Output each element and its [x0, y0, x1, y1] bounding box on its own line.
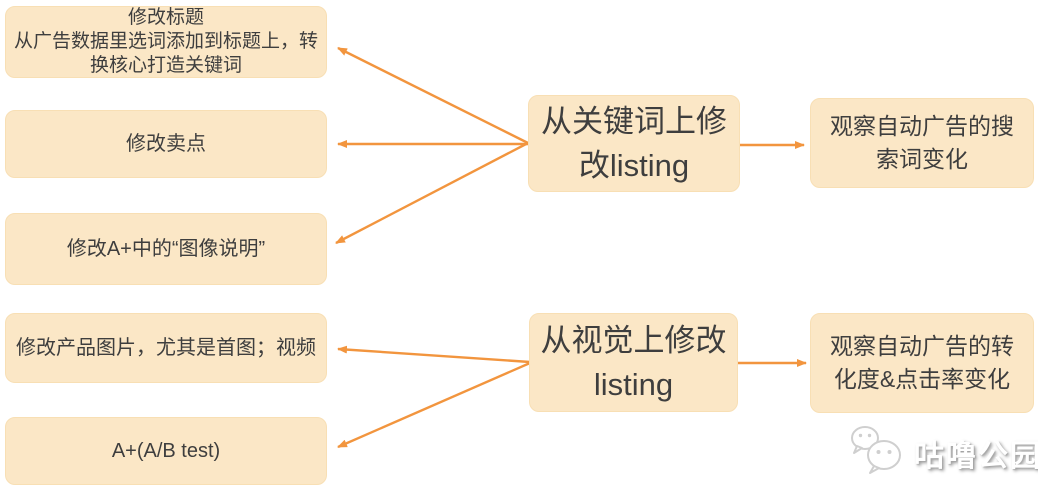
node-modify-selling-point-label: 修改卖点: [126, 132, 206, 155]
node-modify-title-body: 从广告数据里选词添加到标题上，转换核心打造关键词: [14, 31, 319, 76]
node-modify-product-images: 修改产品图片，尤其是首图；视频: [5, 313, 327, 383]
wechat-icon: [848, 424, 906, 483]
watermark-text: 咕噜公园: [914, 440, 1038, 473]
node-observe-search-terms-label: 观察自动广告的搜索词变化: [830, 113, 1014, 172]
watermark: 咕噜公园: [848, 424, 1038, 483]
edge-keyword-to-apluscaption: [335, 141, 529, 245]
node-observe-search-terms: 观察自动广告的搜索词变化: [810, 98, 1034, 188]
edge-visual-to-abtest: [337, 361, 531, 449]
node-modify-aplus-caption: 修改A+中的“图像说明”: [5, 213, 327, 285]
node-visual-modify-listing-label: 从视觉上修改listing: [540, 322, 727, 402]
node-modify-title-heading: 修改标题: [127, 7, 204, 28]
node-modify-title: 修改标题 从广告数据里选词添加到标题上，转换核心打造关键词: [5, 6, 327, 78]
edge-visual-to-productimages: [337, 345, 531, 364]
node-observe-conversion-ctr: 观察自动广告的转化度&点击率变化: [810, 313, 1034, 413]
node-observe-conversion-ctr-label: 观察自动广告的转化度&点击率变化: [830, 333, 1014, 392]
node-aplus-ab-test: A+(A/B test): [5, 417, 327, 485]
node-keyword-modify-listing: 从关键词上修改listing: [528, 95, 740, 192]
node-modify-product-images-label: 修改产品图片，尤其是首图；视频: [16, 336, 316, 359]
node-aplus-ab-test-label: A+(A/B test): [111, 439, 221, 462]
node-visual-modify-listing: 从视觉上修改listing: [529, 313, 738, 412]
node-modify-aplus-caption-label: 修改A+中的“图像说明”: [66, 237, 266, 260]
node-keyword-modify-listing-label: 从关键词上修改listing: [541, 103, 727, 183]
edge-keyword-to-title: [337, 46, 529, 145]
node-modify-selling-point: 修改卖点: [5, 110, 327, 178]
